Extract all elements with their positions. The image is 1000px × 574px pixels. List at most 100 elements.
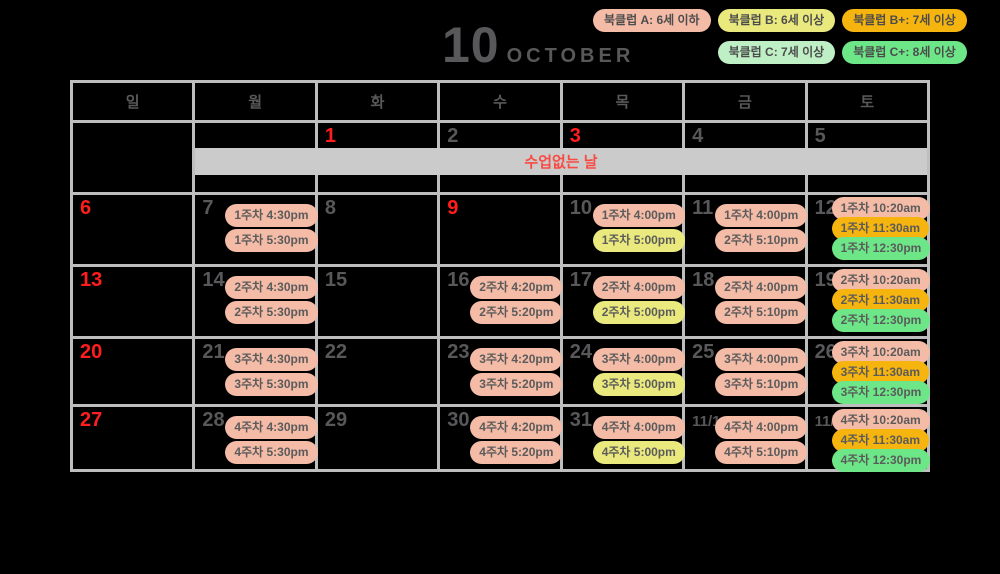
- event-badge: 3주차 5:30pm: [225, 373, 318, 396]
- weekday-header: 목: [562, 83, 683, 120]
- event-badge: 3주차 5:20pm: [470, 373, 563, 396]
- day-number: 30: [447, 409, 470, 431]
- day-number: 1: [324, 125, 336, 147]
- day-cell: 22: [317, 339, 438, 404]
- event-badge: 4주차 11:30am: [831, 429, 930, 452]
- day-number: 20: [80, 341, 103, 363]
- event-badge: 3주차 4:30pm: [225, 348, 318, 371]
- event-badge: 4주차 4:20pm: [470, 416, 563, 439]
- event-badge: 2주차 4:00pm: [715, 276, 808, 299]
- day-cell: 27: [73, 407, 193, 469]
- day-number: 8: [324, 197, 336, 219]
- event-badge: 3주차 4:20pm: [470, 348, 563, 371]
- day-number: 13: [80, 269, 103, 291]
- no-class-banner: 수업없는 날: [195, 148, 927, 175]
- legend-badge: 북클럽 C+: 8세 이상: [842, 41, 967, 64]
- day-number: 24: [569, 341, 592, 363]
- day-number: 15: [324, 269, 348, 291]
- day-number: 7: [202, 197, 214, 219]
- day-cell: 29: [317, 407, 438, 469]
- weekday-header: 수: [440, 83, 560, 120]
- event-badge: 1주차 12:30pm: [831, 237, 931, 260]
- event-badge: 4주차 12:30pm: [831, 449, 931, 472]
- day-number: 29: [324, 409, 348, 431]
- event-badge: 4주차 5:00pm: [592, 441, 685, 464]
- event-badge: 3주차 4:00pm: [715, 348, 808, 371]
- day-number: 12: [814, 197, 837, 219]
- event-badge: 2주차 4:20pm: [470, 276, 563, 299]
- day-number: 28: [202, 409, 225, 431]
- day-number: 26: [814, 341, 837, 363]
- event-badge: 3주차 12:30pm: [831, 381, 931, 404]
- event-badge: 3주차 4:00pm: [592, 348, 685, 371]
- day-number: 16: [447, 269, 470, 291]
- event-badge: 4주차 10:20am: [831, 409, 930, 432]
- event-badge: 4주차 5:10pm: [715, 441, 808, 464]
- day-cell: 9: [440, 195, 560, 264]
- day-cell: 20: [73, 339, 193, 404]
- day-number: 31: [569, 409, 592, 431]
- event-badge: 1주차 4:00pm: [592, 204, 685, 227]
- day-number: 22: [324, 341, 348, 363]
- weekday-header: 일: [73, 83, 193, 120]
- event-badge: 2주차 11:30am: [831, 289, 930, 312]
- day-number: 19: [814, 269, 837, 291]
- event-badge: 2주차 12:30pm: [831, 309, 931, 332]
- event-badge: 2주차 5:10pm: [715, 301, 808, 324]
- event-badge: 2주차 4:30pm: [225, 276, 318, 299]
- event-badge: 3주차 5:10pm: [715, 373, 808, 396]
- event-badge: 4주차 4:00pm: [715, 416, 808, 439]
- event-badge: 3주차 5:00pm: [592, 373, 685, 396]
- day-number: 23: [447, 341, 470, 363]
- event-badge: 2주차 5:00pm: [592, 301, 685, 324]
- event-badge: 4주차 4:30pm: [225, 416, 318, 439]
- day-number: 27: [80, 409, 103, 431]
- month-name: OCTOBER: [506, 45, 635, 67]
- day-number: 17: [569, 269, 592, 291]
- event-badge: 1주차 5:00pm: [592, 229, 685, 252]
- legend-badge: 북클럽 C: 7세 이상: [717, 41, 836, 64]
- event-badge: 4주차 5:20pm: [470, 441, 563, 464]
- event-badge: 2주차 4:00pm: [592, 276, 685, 299]
- event-badge: 3주차 10:20am: [831, 341, 930, 364]
- day-cell: [73, 123, 193, 192]
- day-number: 21: [202, 341, 225, 363]
- weekday-header: 화: [317, 83, 438, 120]
- event-badge: 1주차 11:30am: [831, 217, 930, 240]
- day-number: 2: [447, 125, 459, 147]
- legend-badge: 북클럽 B+: 7세 이상: [842, 9, 967, 32]
- event-badge: 2주차 5:20pm: [470, 301, 563, 324]
- day-number: 9: [447, 197, 459, 219]
- day-number: 14: [202, 269, 225, 291]
- day-number: 5: [814, 125, 826, 147]
